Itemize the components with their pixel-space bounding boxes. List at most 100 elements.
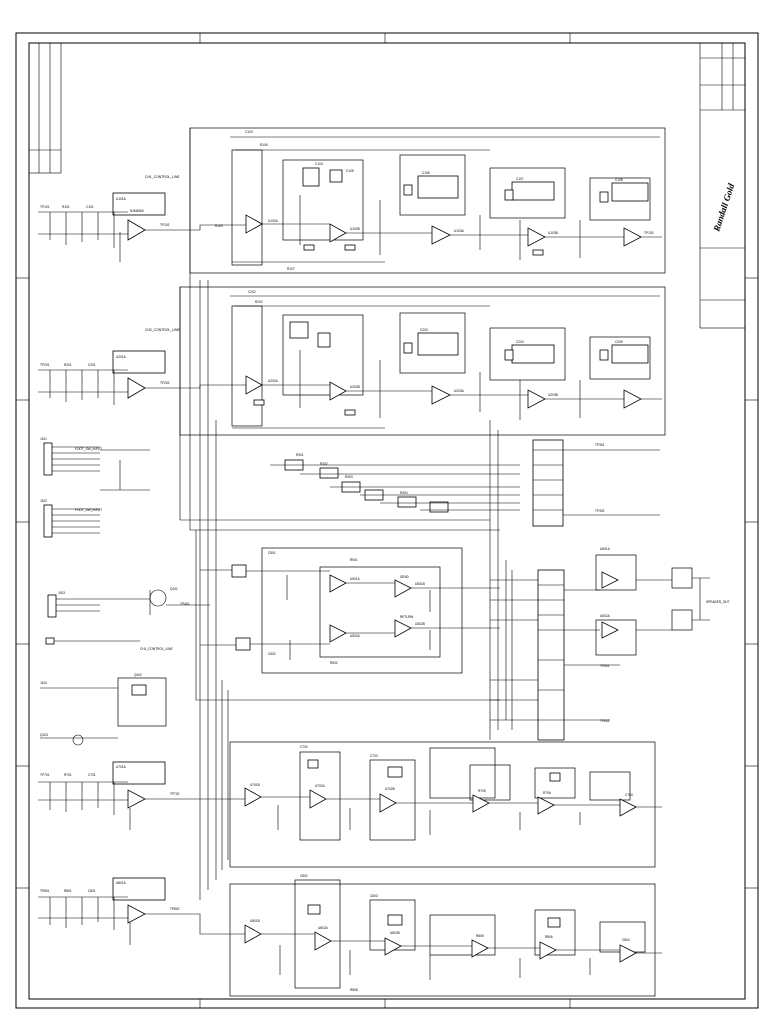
svg-text:U202A: U202A [268, 379, 279, 383]
svg-text:C108: C108 [615, 178, 623, 182]
svg-text:U701B: U701B [250, 783, 260, 787]
svg-text:R106: R106 [260, 143, 268, 147]
svg-text:R701: R701 [64, 773, 72, 777]
svg-text:J101: J101 [40, 437, 47, 441]
svg-text:U502A: U502A [350, 634, 361, 638]
svg-text:TP302: TP302 [595, 509, 605, 513]
svg-text:Q101: Q101 [170, 587, 178, 591]
svg-text:R101: R101 [62, 205, 70, 209]
svg-text:C204: C204 [516, 340, 524, 344]
svg-text:C802: C802 [300, 874, 308, 878]
svg-text:C205: C205 [615, 340, 623, 344]
svg-text:U501B: U501B [415, 582, 425, 586]
svg-text:TP801: TP801 [40, 889, 50, 893]
svg-text:C101: C101 [86, 205, 94, 209]
svg-text:R501: R501 [350, 558, 358, 562]
svg-text:U601A: U601A [600, 547, 611, 551]
svg-text:C803: C803 [370, 894, 378, 898]
svg-text:TP601: TP601 [600, 664, 610, 668]
svg-text:R808: R808 [350, 988, 358, 992]
svg-text:R801: R801 [64, 889, 72, 893]
svg-text:J103: J103 [58, 591, 65, 595]
svg-text:R202: R202 [255, 300, 263, 304]
output-bus: U601A U602A SPEAKER_OUT TP601 TP602 [490, 547, 730, 741]
svg-text:U102B: U102B [350, 227, 360, 231]
svg-text:TP103: TP103 [644, 231, 654, 235]
svg-text:U602A: U602A [600, 614, 611, 618]
input-buffer-circuit: CH1_CONTROL_LINE J103 Q101 TP401 J104 Q102… [40, 587, 210, 746]
svg-text:R301: R301 [296, 453, 304, 457]
svg-text:C203: C203 [420, 328, 428, 332]
svg-text:TP201: TP201 [40, 363, 50, 367]
svg-text:CH1_CONTROL_LINE: CH1_CONTROL_LINE [140, 647, 173, 651]
svg-text:RETURN: RETURN [400, 615, 414, 619]
outer-border [15, 32, 759, 1009]
brand-signature: Randall Gold [711, 182, 736, 234]
bus-lines [179, 128, 513, 900]
svg-text:J102: J102 [40, 499, 47, 503]
svg-text:U203B: U203B [548, 393, 558, 397]
svg-text:NJM4560: NJM4560 [130, 209, 144, 213]
svg-text:C104: C104 [315, 162, 323, 166]
svg-text:R502: R502 [330, 661, 338, 665]
svg-text:R302: R302 [320, 462, 328, 466]
svg-text:TP701: TP701 [40, 773, 50, 777]
svg-text:TP401: TP401 [180, 602, 190, 606]
svg-text:TP202: TP202 [160, 381, 170, 385]
svg-text:Q102: Q102 [134, 673, 142, 677]
svg-text:U502B: U502B [415, 622, 425, 626]
svg-text:TP101: TP101 [40, 205, 50, 209]
ch1-control-label: CH1_CONTROL_LINE [145, 175, 180, 179]
inner-border [28, 42, 746, 1000]
svg-text:J104: J104 [40, 681, 47, 685]
svg-text:R201: R201 [64, 363, 72, 367]
svg-text:U203A: U203A [454, 389, 465, 393]
svg-text:C107: C107 [516, 177, 524, 181]
svg-text:C804: C804 [622, 938, 630, 942]
svg-text:U702A: U702A [315, 784, 326, 788]
svg-text:C703: C703 [370, 754, 378, 758]
svg-text:R806: R806 [545, 935, 553, 939]
svg-text:R303: R303 [345, 475, 353, 479]
svg-text:FOOT_SW_INPUT: FOOT_SW_INPUT [75, 447, 102, 451]
svg-text:C801: C801 [88, 889, 96, 893]
svg-text:TP102: TP102 [160, 223, 170, 227]
revision-strip [28, 42, 62, 174]
svg-text:C502: C502 [268, 652, 276, 656]
svg-text:U801A: U801A [116, 881, 127, 885]
svg-text:TP602: TP602 [600, 719, 610, 723]
svg-text:R705: R705 [478, 789, 486, 793]
svg-text:C501: C501 [268, 551, 276, 555]
svg-text:U202B: U202B [350, 385, 360, 389]
svg-text:TP301: TP301 [595, 443, 605, 447]
svg-text:FOOT_SW_INPUT: FOOT_SW_INPUT [75, 508, 102, 512]
svg-text:U102A: U102A [268, 219, 279, 223]
svg-text:C105: C105 [346, 169, 354, 173]
svg-text:TP702: TP702 [170, 792, 180, 796]
svg-text:R304: R304 [400, 491, 408, 495]
svg-text:R706: R706 [543, 791, 551, 795]
svg-text:R107: R107 [287, 267, 295, 271]
svg-text:U802B: U802B [390, 931, 400, 935]
svg-text:Q103: Q103 [40, 733, 48, 737]
svg-text:C202: C202 [248, 290, 256, 294]
svg-text:R805: R805 [476, 934, 484, 938]
svg-text:U701A: U701A [116, 765, 127, 769]
svg-text:SEND: SEND [400, 575, 410, 579]
svg-text:SPEAKER_OUT: SPEAKER_OUT [706, 600, 730, 604]
svg-text:C702: C702 [300, 745, 308, 749]
svg-text:C701: C701 [88, 773, 96, 777]
svg-text:U103B: U103B [548, 231, 558, 235]
svg-text:C201: C201 [88, 363, 96, 367]
zone-ticks [16, 33, 758, 1008]
svg-text:U501A: U501A [350, 577, 361, 581]
ch2-control-label: CH2_CONTROL_LINE [145, 328, 180, 332]
svg-text:C704: C704 [625, 793, 633, 797]
